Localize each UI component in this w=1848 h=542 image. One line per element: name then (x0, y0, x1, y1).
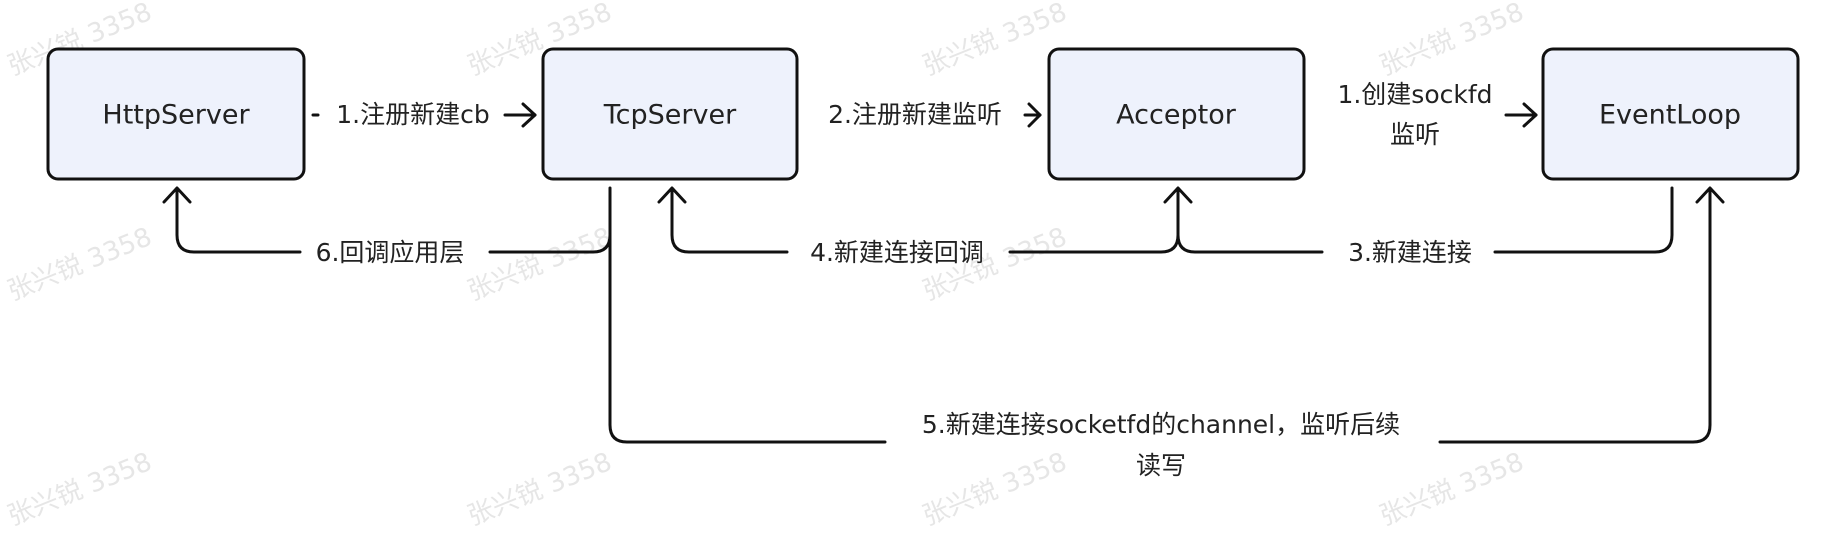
watermark-text: 张兴锐 3358 (1376, 447, 1529, 532)
label-register-listen: 2.注册新建监听 (828, 100, 1002, 129)
arrowhead-icon (521, 102, 537, 128)
node-tcpserver: TcpServer (541, 47, 799, 181)
label-register-cb: 1.注册新建cb (336, 100, 489, 129)
node-box (1047, 47, 1306, 181)
node-box (46, 47, 306, 181)
edge-new-connection-b (1176, 188, 1324, 254)
arrowhead-icon (1027, 102, 1042, 128)
node-label: HttpServer (102, 100, 250, 131)
node-label: TcpServer (603, 100, 737, 131)
watermark-text: 张兴锐 3358 (919, 447, 1072, 532)
node-acceptor: Acceptor (1047, 47, 1306, 181)
label-new-connection-callback: 4.新建连接回调 (810, 238, 984, 267)
edges-layer (162, 102, 1725, 444)
node-eventloop: EventLoop (1541, 47, 1800, 181)
arrowhead-icon (162, 186, 192, 204)
edge-callback-app-b (175, 188, 302, 254)
watermark-text: 张兴锐 3358 (4, 222, 157, 307)
edge-new-conn-callback-a (1008, 233, 1180, 254)
label-new-connection: 3.新建连接 (1348, 238, 1472, 267)
watermark-text: 张兴锐 3358 (1376, 0, 1529, 82)
node-label: EventLoop (1599, 100, 1741, 131)
arrowhead-icon (657, 186, 687, 204)
arrowhead-icon (1163, 186, 1193, 204)
label-channel-line1: 5.新建连接socketfd的channel，监听后续 (922, 410, 1400, 439)
node-httpserver: HttpServer (46, 47, 306, 181)
arrowhead-icon (1522, 102, 1538, 128)
node-box (541, 47, 799, 181)
watermark-text: 张兴锐 3358 (464, 222, 617, 307)
watermark-text: 张兴锐 3358 (4, 447, 157, 532)
label-callback-app-layer: 6.回调应用层 (316, 238, 465, 267)
edge-new-connection-a (1493, 186, 1674, 254)
edge-labels-layer: 1.注册新建cb 2.注册新建监听 1.创建sockfd 监听 3.新建连接 4… (316, 80, 1493, 480)
node-box (1541, 47, 1800, 181)
watermark-text: 张兴锐 3358 (464, 447, 617, 532)
label-create-sockfd-line1: 1.创建sockfd (1337, 80, 1492, 109)
node-label: Acceptor (1116, 100, 1237, 131)
edge-new-conn-callback-b (670, 188, 789, 254)
arrowhead-icon (1695, 186, 1725, 204)
label-channel-line2: 读写 (1136, 451, 1186, 480)
edge-channel-b (1438, 188, 1712, 444)
label-create-sockfd-line2: 监听 (1390, 120, 1440, 149)
edge-channel-a (608, 233, 887, 444)
